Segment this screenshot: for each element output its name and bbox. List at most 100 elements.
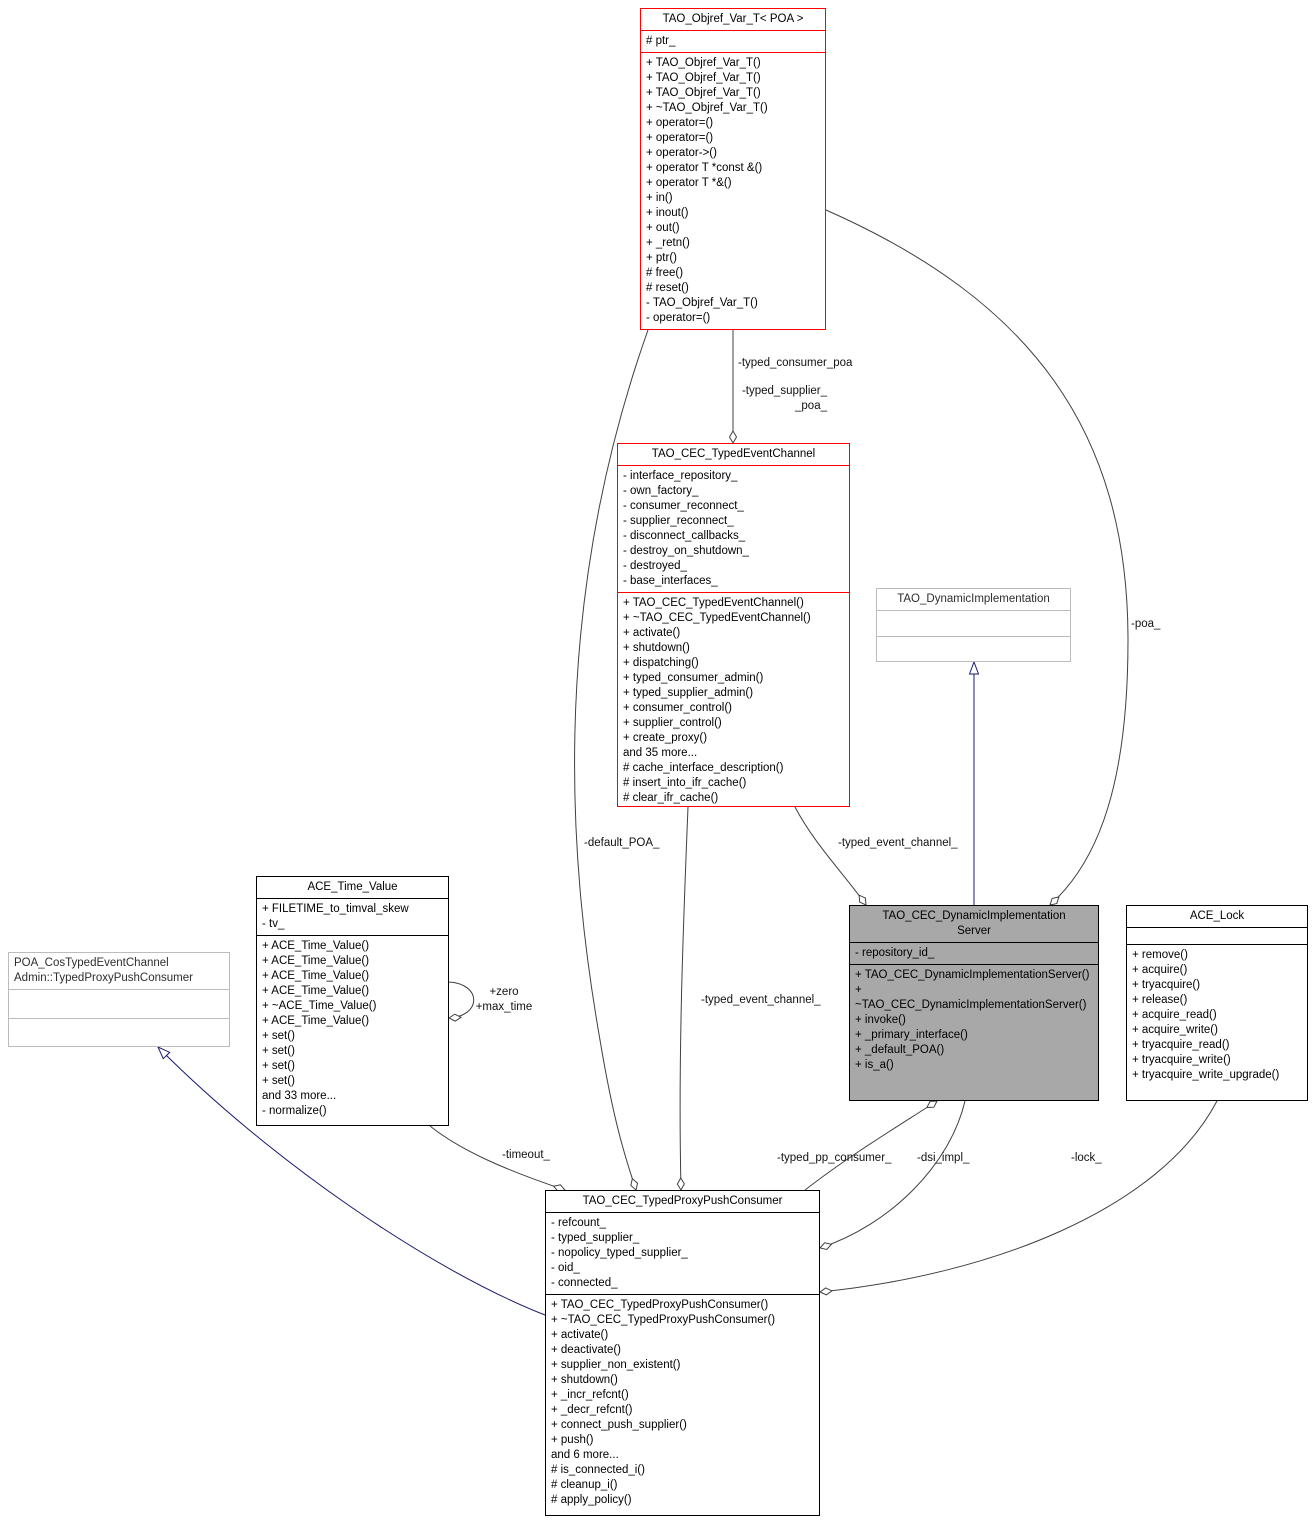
member-row: + tryacquire()	[1132, 979, 1201, 991]
class-title: ACE_Time_Value	[307, 881, 398, 893]
member-row: - TAO_Objref_Var_T()	[646, 297, 758, 309]
member-row: + supplier_non_existent()	[551, 1359, 681, 1371]
edge-label-typed-event-channel-server: -typed_event_channel_	[838, 837, 958, 849]
class-ace-time-value[interactable]: ACE_Time_Value + FILETIME_to_timval_skew…	[256, 876, 449, 1126]
member-row: + deactivate()	[551, 1344, 621, 1356]
member-row: # reset()	[646, 282, 689, 294]
attributes-section: + FILETIME_to_timval_skew - tv_	[257, 898, 448, 935]
member-row: + set()	[262, 1045, 295, 1057]
methods-section: + ACE_Time_Value() + ACE_Time_Value() + AC…	[257, 935, 448, 1125]
edge-typed-event-channel-to-server	[794, 806, 867, 906]
member-row: + push()	[551, 1434, 594, 1446]
member-row: + connect_push_supplier()	[551, 1419, 687, 1431]
edge-typed-event-channel-to-consumer	[676, 806, 689, 1191]
member-row: + TAO_CEC_DynamicImplementationServer()	[855, 969, 1090, 981]
member-row: + set()	[262, 1075, 295, 1087]
attributes-section: - repository_id_	[850, 942, 1098, 964]
class-tao-cec-dynamic-implementation-server[interactable]: TAO_CEC_DynamicImplementation Server - r…	[849, 905, 1099, 1101]
member-row: + invoke()	[855, 1014, 906, 1026]
class-tao-objref-var-t-poa[interactable]: TAO_Objref_Var_T< POA > # ptr_ + TAO_Obj…	[640, 8, 826, 330]
methods-section: + TAO_CEC_DynamicImplementationServer() +…	[850, 964, 1098, 1100]
member-row: + consumer_control()	[623, 702, 732, 714]
member-row: - interface_repository_	[623, 470, 738, 482]
member-row: + ACE_Time_Value()	[262, 1015, 370, 1027]
class-ace-lock[interactable]: ACE_Lock + remove()+ acquire()+ tryacqui…	[1126, 905, 1308, 1101]
member-row: + ~TAO_CEC_TypedEventChannel()	[623, 612, 811, 624]
attributes-section	[877, 610, 1070, 636]
member-row: + tryacquire_write_upgrade()	[1132, 1069, 1280, 1081]
attributes-section: - refcount_- typed_supplier_- nopolicy_t…	[546, 1212, 819, 1294]
class-poa-costypedeventchanneladmin-typedproxypushconsumer[interactable]: POA_CosTypedEventChannel Admin::TypedPro…	[8, 952, 230, 1047]
member-row: + TAO_Objref_Var_T()	[646, 72, 761, 84]
member-row: - consumer_reconnect_	[623, 500, 744, 512]
member-row: + acquire_write()	[1132, 1024, 1218, 1036]
member-row: + supplier_control()	[623, 717, 722, 729]
member-row: + operator T *const &()	[646, 162, 763, 174]
attributes-section: - interface_repository_ - own_factory_ - c…	[618, 465, 849, 592]
edge-label-zero-max-time: +zero +max_time	[475, 986, 533, 1013]
member-row: - base_interfaces_	[623, 575, 718, 587]
member-row: + operator T *&()	[646, 177, 732, 189]
member-row: - operator=()	[646, 312, 711, 324]
member-row: + operator=()	[646, 132, 714, 144]
member-row: + set()	[262, 1030, 295, 1042]
member-row: + _primary_interface()	[855, 1029, 968, 1041]
member-row: + tryacquire_read()	[1132, 1039, 1230, 1051]
member-row: # cache_interface_description()	[623, 762, 784, 774]
class-tao-cec-typed-event-channel[interactable]: TAO_CEC_TypedEventChannel - interface_re…	[617, 443, 850, 807]
member-row: + TAO_Objref_Var_T()	[646, 57, 761, 69]
member-row: - tv_	[262, 918, 285, 930]
class-title: POA_CosTypedEventChannel Admin::TypedPro…	[14, 957, 193, 984]
member-row: - destroy_on_shutdown_	[623, 545, 749, 557]
member-row: - own_factory_	[623, 485, 699, 497]
class-tao-dynamic-implementation[interactable]: TAO_DynamicImplementation	[876, 588, 1071, 662]
methods-section: + TAO_CEC_TypedProxyPushConsumer()+ ~TAO…	[546, 1294, 819, 1515]
methods-section	[9, 1017, 229, 1047]
edge-label-typed-event-channel-consumer: -typed_event_channel_	[701, 994, 821, 1006]
member-row: + in()	[646, 192, 673, 204]
member-row: # insert_into_ifr_cache()	[623, 777, 747, 789]
edge-dsi-impl	[819, 1100, 966, 1250]
class-title: TAO_DynamicImplementation	[897, 593, 1050, 605]
member-row: + activate()	[623, 627, 681, 639]
member-row: + _default_POA()	[855, 1044, 945, 1056]
member-row: + set()	[262, 1060, 295, 1072]
member-row: + out()	[646, 222, 680, 234]
member-row: - destroyed_	[623, 560, 687, 572]
member-row: + ACE_Time_Value()	[262, 985, 370, 997]
methods-section	[877, 635, 1070, 662]
member-row: + _retn()	[646, 237, 690, 249]
member-row: + typed_consumer_admin()	[623, 672, 764, 684]
member-row: # clear_ifr_cache()	[623, 792, 719, 804]
member-row: + typed_supplier_admin()	[623, 687, 754, 699]
member-row: + ACE_Time_Value()	[262, 970, 370, 982]
attributes-section	[1127, 927, 1307, 944]
member-row: + shutdown()	[551, 1374, 618, 1386]
methods-section: + TAO_CEC_TypedEventChannel()+ ~TAO_CEC_…	[618, 592, 849, 806]
edge-label-timeout: -timeout_	[502, 1149, 550, 1161]
edge-typed-pp-consumer	[804, 1100, 938, 1191]
attributes-section	[9, 989, 229, 1018]
member-row: + tryacquire_write()	[1132, 1054, 1231, 1066]
member-row: and 6 more...	[551, 1449, 619, 1461]
member-row: and 35 more...	[623, 747, 698, 759]
member-row: + activate()	[551, 1329, 609, 1341]
member-row: + ~TAO_Objref_Var_T()	[646, 102, 768, 114]
member-row: + ACE_Time_Value()	[262, 955, 370, 967]
member-row: + FILETIME_to_timval_skew	[262, 903, 409, 915]
member-row: # free()	[646, 267, 684, 279]
member-row: and 33 more...	[262, 1090, 337, 1102]
member-row: # is_connected_i()	[551, 1464, 645, 1476]
member-row: + _decr_refcnt()	[551, 1404, 633, 1416]
edge-label-typed-pp-consumer: -typed_pp_consumer_	[777, 1152, 892, 1164]
member-row: + TAO_CEC_TypedProxyPushConsumer()	[551, 1299, 769, 1311]
member-row: + operator->()	[646, 147, 717, 159]
member-row: - oid_	[551, 1262, 580, 1274]
member-row: - supplier_reconnect_	[623, 515, 734, 527]
edge-label-poa: -poa_	[1131, 618, 1161, 630]
member-row: + ~TAO_CEC_DynamicImplementationServer()	[855, 984, 1087, 1011]
class-tao-cec-typed-proxy-push-consumer[interactable]: TAO_CEC_TypedProxyPushConsumer - refcoun…	[545, 1190, 820, 1516]
edge-label-lock: -lock_	[1071, 1152, 1102, 1164]
class-title: TAO_Objref_Var_T< POA >	[662, 13, 804, 25]
member-row: - typed_supplier_	[551, 1232, 640, 1244]
